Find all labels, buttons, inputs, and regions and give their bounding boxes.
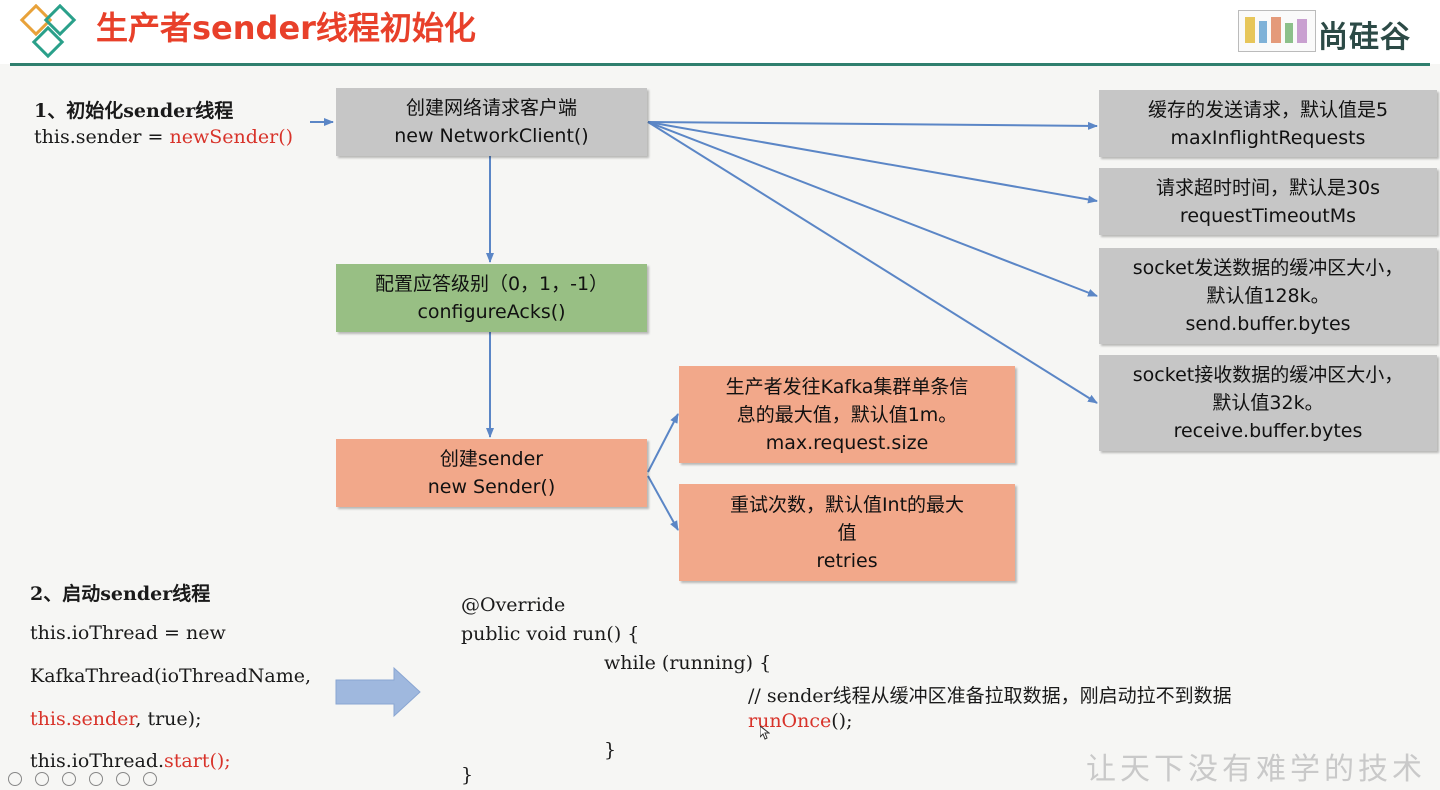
- step2-sender-ref: this.sender: [30, 708, 136, 730]
- request-timeout-box: 请求超时时间，默认是30s requestTimeoutMs: [1099, 168, 1437, 235]
- retries-line1: 重试次数，默认值Int的最大: [729, 493, 965, 516]
- next-icon[interactable]: [35, 772, 50, 786]
- arrow-client-to-timeout: [647, 121, 1098, 204]
- brand-logo-icon: [19, 4, 77, 59]
- receive-buffer-box: socket接收数据的缓冲区大小， 默认值32k。 receive.buffer…: [1099, 355, 1437, 451]
- request-timeout-param: requestTimeoutMs: [1179, 204, 1357, 227]
- configure-acks-box: 配置应答级别（0，1，-1） configureAcks(): [336, 264, 647, 332]
- retries-box: 重试次数，默认值Int的最大 值 retries: [679, 484, 1015, 581]
- arrow-client-to-receive-buffer: [647, 121, 1098, 404]
- zoom-icon[interactable]: [116, 772, 131, 786]
- player-controls: [0, 770, 230, 788]
- code-while: while (running) {: [604, 652, 772, 674]
- network-client-code: new NetworkClient(): [394, 125, 589, 147]
- thumbnail-graphic-icon: [1245, 17, 1307, 43]
- code-runonce-call: runOnce: [748, 710, 832, 732]
- retries-param: retries: [816, 549, 878, 572]
- send-buffer-box: socket发送数据的缓冲区大小， 默认值128k。 send.buffer.b…: [1099, 248, 1437, 344]
- receive-buffer-default: 默认值32k。: [1212, 392, 1324, 414]
- slides-icon[interactable]: [89, 772, 104, 786]
- code-override: @Override: [461, 594, 566, 616]
- max-inflight-desc: 缓存的发送请求，默认值是5: [1147, 98, 1389, 121]
- code-close-while: }: [604, 739, 617, 761]
- slide-title: 生产者sender线程初始化: [96, 9, 476, 47]
- network-client-title: 创建网络请求客户端: [405, 97, 577, 119]
- step1-heading: 1、初始化sender线程: [34, 100, 234, 122]
- step2-line2: KafkaThread(ioThreadName,: [30, 665, 312, 687]
- mouse-cursor-icon: [760, 726, 770, 740]
- create-sender-title: 创建sender: [439, 448, 544, 470]
- arrow-client-to-inflight: [647, 121, 1098, 130]
- send-buffer-default: 默认值128k。: [1206, 285, 1330, 307]
- arrow-sender-to-max-request: [647, 413, 679, 473]
- more-icon[interactable]: [143, 772, 158, 786]
- brand-name: 尚硅谷: [1318, 20, 1411, 55]
- step2-line4-prefix: this.ioThread.: [30, 750, 165, 772]
- step2-line1: this.ioThread = new: [30, 622, 226, 644]
- create-sender-code: new Sender(): [427, 476, 556, 498]
- send-buffer-desc: socket发送数据的缓冲区大小，: [1132, 257, 1404, 279]
- code-close-run: }: [461, 764, 474, 786]
- code-runonce: runOnce();: [748, 710, 853, 732]
- code-runonce-rest: ();: [831, 710, 853, 732]
- header-divider: [10, 63, 1430, 66]
- network-client-box: 创建网络请求客户端 new NetworkClient(): [336, 88, 647, 156]
- receive-buffer-param: receive.buffer.bytes: [1173, 420, 1363, 442]
- step1-code-prefix: this.sender =: [34, 126, 170, 148]
- arrow-client-to-send-buffer: [647, 121, 1098, 297]
- prev-icon[interactable]: [8, 772, 22, 786]
- max-inflight-param: maxInflightRequests: [1170, 126, 1366, 149]
- request-timeout-desc: 请求超时时间，默认是30s: [1155, 176, 1381, 199]
- step2-start-call: start();: [164, 750, 231, 772]
- max-request-line1: 生产者发往Kafka集群单条信: [725, 375, 969, 398]
- receive-buffer-desc: socket接收数据的缓冲区大小，: [1132, 364, 1404, 386]
- arrow-sender-to-retries: [647, 475, 679, 531]
- configure-acks-code: configureAcks(): [417, 301, 566, 323]
- step1-code: this.sender = newSender(): [34, 126, 293, 148]
- code-run-signature: public void run() {: [461, 623, 640, 645]
- step2-line3: this.sender, true);: [30, 708, 201, 730]
- block-arrow-icon: [335, 666, 421, 718]
- retries-line2: 值: [837, 521, 857, 544]
- header: 生产者sender线程初始化 尚硅谷: [0, 0, 1440, 64]
- max-request-line2: 息的最大值，默认值1m。: [736, 403, 958, 426]
- create-sender-box: 创建sender new Sender(): [336, 439, 647, 507]
- step2-line4: this.ioThread.start();: [30, 750, 231, 772]
- configure-acks-title: 配置应答级别（0，1，-1）: [374, 273, 609, 295]
- step2-line3-rest: , true);: [135, 708, 202, 730]
- max-inflight-box: 缓存的发送请求，默认值是5 maxInflightRequests: [1099, 90, 1437, 157]
- max-request-param: max.request.size: [765, 431, 929, 454]
- watermark: 让天下没有难学的技术: [1086, 752, 1426, 787]
- pen-icon[interactable]: [62, 772, 77, 786]
- video-thumbnail: [1238, 10, 1316, 52]
- max-request-size-box: 生产者发往Kafka集群单条信 息的最大值，默认值1m。 max.request…: [679, 366, 1015, 463]
- step2-heading: 2、启动sender线程: [30, 583, 211, 605]
- send-buffer-param: send.buffer.bytes: [1185, 313, 1351, 335]
- step1-code-call: newSender(): [169, 126, 294, 148]
- code-comment: // sender线程从缓冲区准备拉取数据，刚启动拉不到数据: [748, 685, 1232, 707]
